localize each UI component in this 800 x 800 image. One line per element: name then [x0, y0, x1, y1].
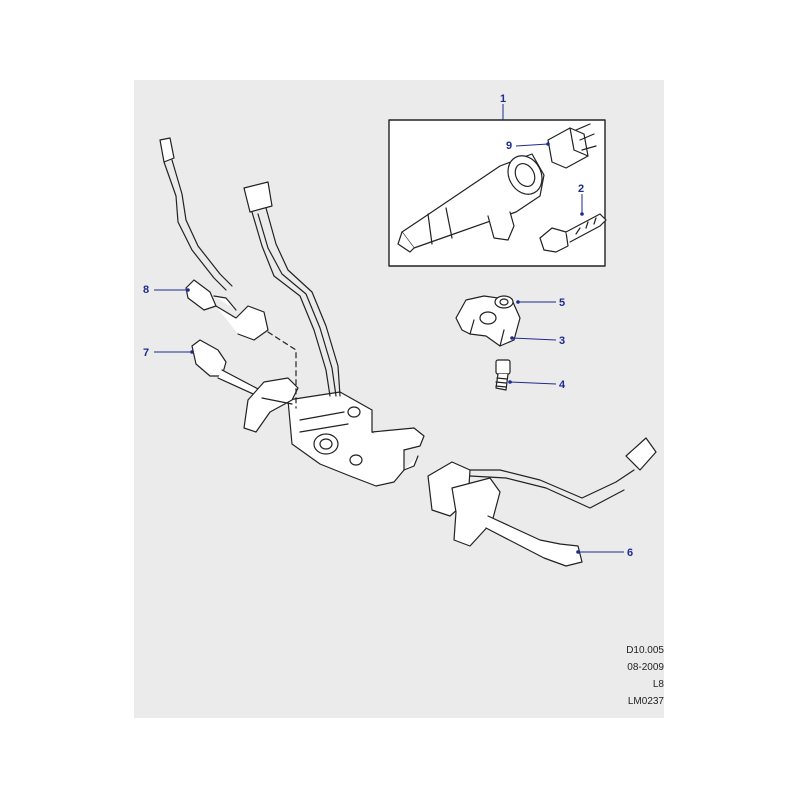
callout-8: 8	[143, 284, 149, 296]
callout-4: 4	[559, 379, 566, 391]
callout-6: 6	[627, 547, 633, 559]
callout-9: 9	[506, 140, 512, 152]
callout-7: 7	[143, 347, 149, 359]
callout-1: 1	[500, 93, 506, 105]
right-stalk	[427, 437, 657, 567]
reference-drawing: LM0237	[627, 696, 664, 707]
leader-dots	[186, 142, 584, 554]
reference-variant: L8	[652, 679, 664, 690]
ignition-lock-barrel	[397, 153, 545, 253]
alignment-line	[267, 331, 297, 409]
switch-housing	[287, 391, 425, 487]
ignition-key	[539, 213, 607, 253]
reference-date: 08-2009	[627, 662, 664, 673]
callout-3: 3	[559, 335, 565, 347]
bolt	[495, 359, 511, 391]
ignition-switch	[547, 123, 597, 169]
wiper-switch-harness	[159, 137, 341, 397]
washer	[494, 295, 514, 309]
callout-5: 5	[559, 297, 565, 309]
leader-lines	[154, 104, 624, 553]
callout-2: 2	[578, 183, 584, 195]
left-stalk	[191, 339, 299, 433]
reference-code: D10.005	[626, 645, 664, 656]
